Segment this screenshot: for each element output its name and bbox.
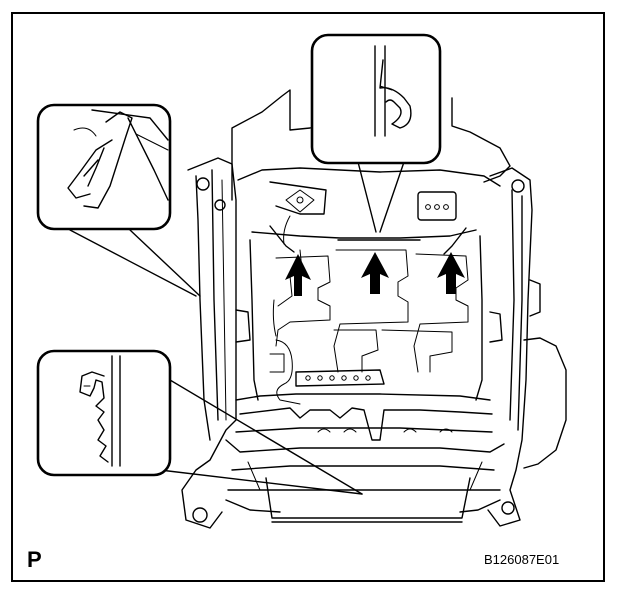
callout-clip-detail <box>36 103 201 297</box>
hook-callout-icon <box>374 45 412 137</box>
callout-claw-detail <box>36 349 363 495</box>
arrow-up-icon <box>285 254 311 296</box>
pull-arrows <box>285 252 465 296</box>
view-label: P <box>27 547 42 572</box>
seat-frame <box>181 89 567 529</box>
clip-callout-icon <box>67 109 169 209</box>
arrow-up-icon <box>361 252 389 294</box>
figure-border <box>11 12 605 582</box>
arrow-up-icon <box>437 252 465 294</box>
figure-code: B126087E01 <box>484 552 560 567</box>
callout-hook-detail <box>310 33 442 233</box>
claw-callout-icon <box>79 355 121 467</box>
